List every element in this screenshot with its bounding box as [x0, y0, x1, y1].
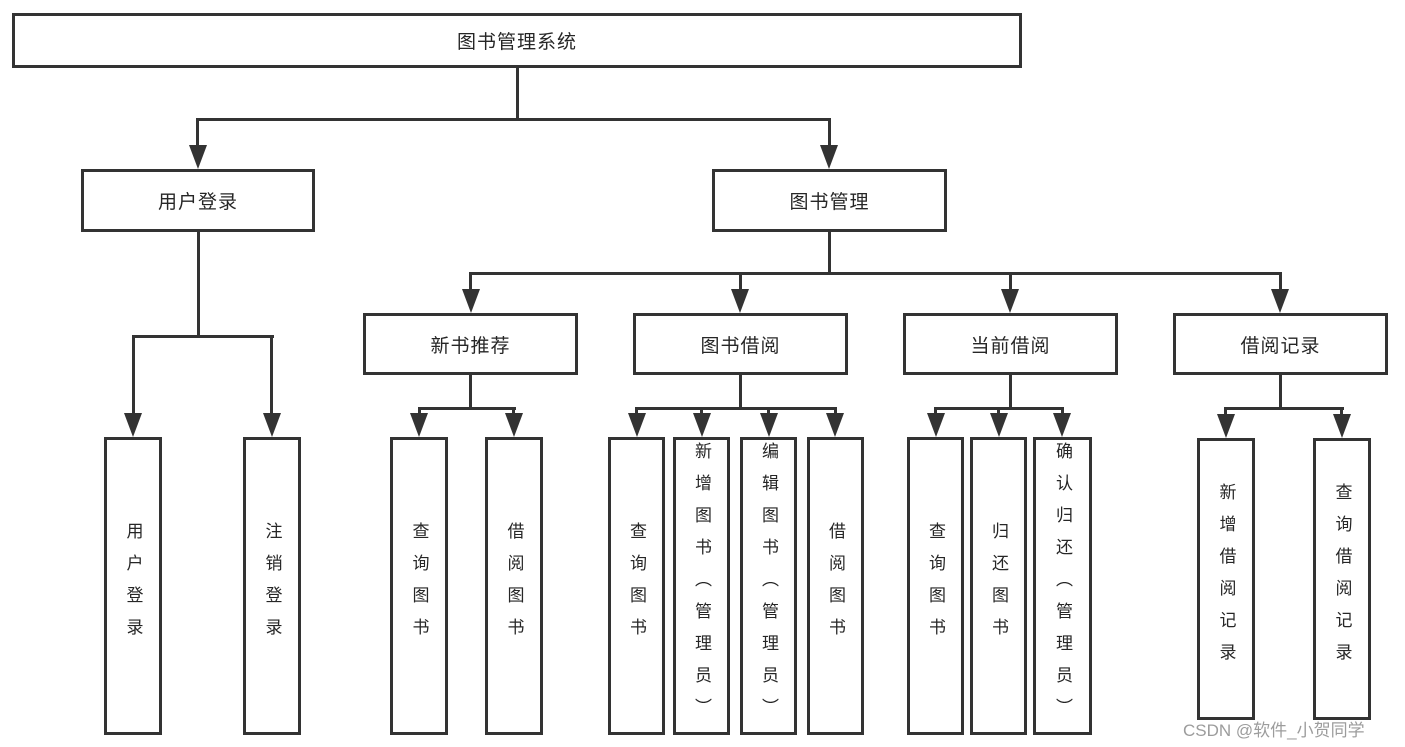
node-current-borrow-label: 当前借阅	[970, 335, 1051, 357]
leaf-nb-borrow-book-label: 借阅图书	[504, 522, 524, 650]
node-borrow-record-label: 借阅记录	[1240, 335, 1321, 357]
leaf-br-query-record: 查询借阅记录	[1313, 438, 1371, 720]
arrowhead-to-bb-query-icon	[628, 413, 646, 437]
leaf-br-add-record-label: 新增借阅记录	[1216, 483, 1236, 675]
edge-to-bb-edit-stem	[767, 407, 770, 413]
edge-to-leaf-login-stem	[132, 335, 135, 413]
leaf-cb-return-book-label: 归还图书	[989, 522, 1008, 650]
edge-to-current-borrow-stem	[1009, 272, 1012, 289]
arrowhead-to-br-add-icon	[1217, 414, 1235, 438]
edge-to-cb-return-stem	[997, 407, 1000, 413]
leaf-cb-confirm-return-admin-label: 确认归还（管理员）	[1053, 442, 1072, 730]
arrowhead-to-borrow-record-icon	[1271, 289, 1289, 313]
edge-root-bar	[197, 118, 830, 121]
arrowhead-to-new-book-icon	[462, 289, 480, 313]
edge-borrow-record-stem	[1279, 375, 1282, 407]
edge-to-new-book-stem	[469, 272, 472, 289]
edge-to-bb-add-stem	[700, 407, 703, 413]
leaf-bb-borrow-book-label: 借阅图书	[826, 522, 845, 650]
node-new-book-recommend: 新书推荐	[363, 313, 578, 375]
edge-new-book-bar	[418, 407, 516, 410]
edge-to-cb-query-stem	[934, 407, 937, 413]
edge-book-management-bar	[469, 272, 1282, 275]
node-book-borrow-label: 图书借阅	[700, 335, 781, 357]
leaf-cb-query-book-label: 查询图书	[926, 522, 945, 650]
edge-user-login-bar	[132, 335, 274, 338]
leaf-nb-borrow-book: 借阅图书	[485, 437, 543, 735]
leaf-bb-edit-book-admin-label: 编辑图书（管理员）	[759, 442, 778, 730]
arrowhead-to-bb-edit-icon	[760, 413, 778, 437]
arrowhead-to-cb-query-icon	[927, 413, 945, 437]
edge-to-borrow-record-stem	[1279, 272, 1282, 289]
csdn-watermark: CSDN @软件_小贺同学	[1183, 721, 1365, 740]
arrowhead-to-leaf-logout-icon	[263, 413, 281, 437]
leaf-logout: 注销登录	[243, 437, 301, 735]
arrowhead-to-leaf-login-icon	[124, 413, 142, 437]
node-library-system-label: 图书管理系统	[456, 32, 577, 53]
edge-to-br-add-stem	[1224, 407, 1227, 414]
node-library-system: 图书管理系统	[12, 13, 1022, 68]
edge-book-borrow-stem	[739, 375, 742, 407]
arrowhead-to-cb-return-icon	[990, 413, 1008, 437]
arrowhead-to-nb-borrow-icon	[505, 413, 523, 437]
edge-new-book-stem	[469, 375, 472, 407]
edge-to-book-management-stem	[828, 118, 831, 145]
edge-to-user-login-stem	[196, 118, 199, 145]
node-book-borrow: 图书借阅	[633, 313, 848, 375]
edge-to-book-borrow-stem	[739, 272, 742, 289]
arrowhead-to-bb-add-icon	[693, 413, 711, 437]
arrowhead-to-bb-borrow-icon	[826, 413, 844, 437]
node-book-management-label: 图书管理	[789, 192, 870, 213]
edge-book-management-stem	[828, 232, 831, 272]
node-new-book-recommend-label: 新书推荐	[430, 335, 511, 357]
node-user-login: 用户登录	[81, 169, 315, 232]
leaf-br-query-record-label: 查询借阅记录	[1332, 483, 1352, 675]
edge-to-bb-borrow-stem	[834, 407, 837, 413]
edge-root-stem	[516, 68, 519, 118]
node-book-management: 图书管理	[712, 169, 947, 232]
leaf-user-login-label: 用户登录	[123, 522, 143, 650]
leaf-bb-add-book-admin-label: 新增图书（管理员）	[692, 442, 711, 730]
leaf-logout-label: 注销登录	[262, 522, 282, 650]
edge-user-login-stem	[197, 232, 200, 335]
leaf-cb-confirm-return-admin: 确认归还（管理员）	[1033, 437, 1092, 735]
leaf-bb-edit-book-admin: 编辑图书（管理员）	[740, 437, 797, 735]
edge-to-bb-query-stem	[635, 407, 638, 413]
leaf-bb-query-book-label: 查询图书	[627, 522, 646, 650]
arrowhead-to-cb-confirm-icon	[1053, 413, 1071, 437]
edge-to-br-query-stem	[1340, 407, 1343, 414]
leaf-bb-borrow-book: 借阅图书	[807, 437, 864, 735]
edge-book-borrow-bar	[635, 407, 837, 410]
edge-current-borrow-stem	[1009, 375, 1012, 407]
leaf-user-login: 用户登录	[104, 437, 162, 735]
edge-borrow-record-bar	[1224, 407, 1344, 410]
leaf-nb-query-book: 查询图书	[390, 437, 448, 735]
arrowhead-to-book-borrow-icon	[731, 289, 749, 313]
edge-to-nb-query-stem	[418, 407, 421, 413]
arrowhead-to-nb-query-icon	[410, 413, 428, 437]
node-current-borrow: 当前借阅	[903, 313, 1118, 375]
arrowhead-to-br-query-icon	[1333, 414, 1351, 438]
leaf-cb-return-book: 归还图书	[970, 437, 1027, 735]
arrowhead-to-current-borrow-icon	[1001, 289, 1019, 313]
edge-to-nb-borrow-stem	[512, 407, 515, 413]
arrowhead-to-user-login-icon	[189, 145, 207, 169]
arrowhead-to-book-management-icon	[820, 145, 838, 169]
leaf-bb-query-book: 查询图书	[608, 437, 665, 735]
edge-to-cb-confirm-stem	[1061, 407, 1064, 413]
node-borrow-record: 借阅记录	[1173, 313, 1388, 375]
leaf-nb-query-book-label: 查询图书	[409, 522, 429, 650]
leaf-bb-add-book-admin: 新增图书（管理员）	[673, 437, 730, 735]
leaf-br-add-record: 新增借阅记录	[1197, 438, 1255, 720]
edge-to-leaf-logout-stem	[270, 335, 273, 413]
node-user-login-label: 用户登录	[157, 192, 238, 213]
leaf-cb-query-book: 查询图书	[907, 437, 964, 735]
